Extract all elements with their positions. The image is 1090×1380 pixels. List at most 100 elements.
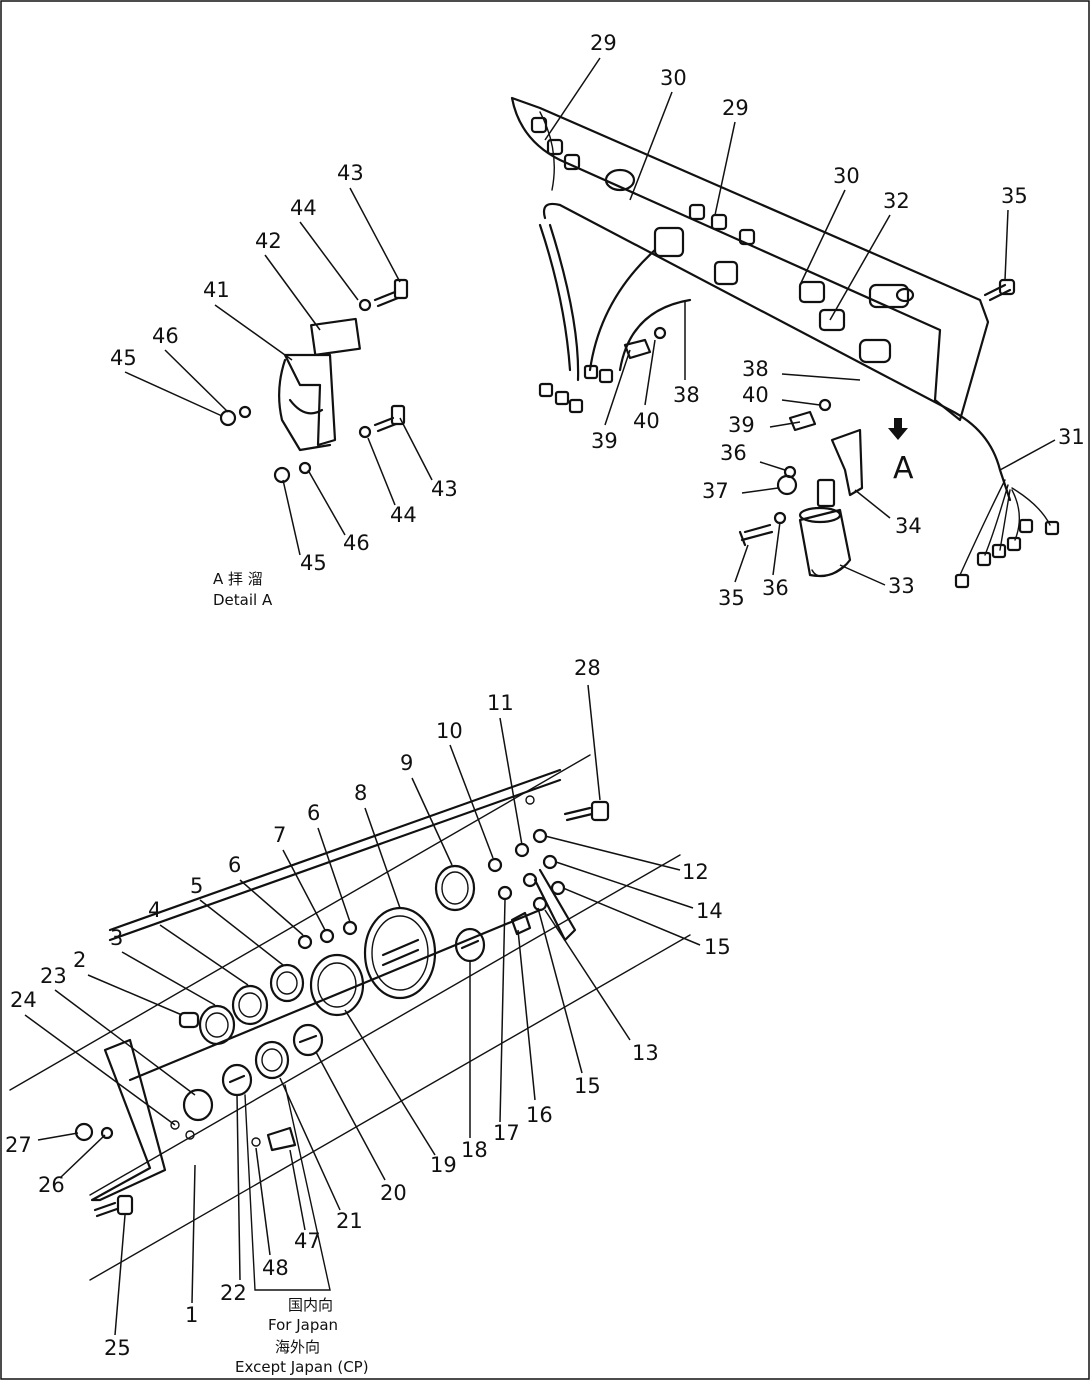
callout-c36a: 36 [720, 441, 747, 465]
leader-c8 [364, 807, 401, 909]
lamp-15b [532, 896, 548, 912]
leader-c20 [315, 1051, 386, 1181]
callout-c41: 41 [203, 278, 230, 302]
callout-c14: 14 [696, 899, 723, 923]
callout-c30b: 30 [833, 164, 860, 188]
callout-leaders [24, 57, 1056, 1336]
detail-a-caption-en: Detail A [213, 591, 273, 609]
leader-c40b [781, 399, 821, 406]
bracket-34 [830, 428, 864, 497]
lamp-11 [514, 842, 530, 858]
leader-c19 [344, 1009, 436, 1156]
leader-c28 [587, 684, 601, 801]
leader-c21 [279, 1077, 341, 1211]
harness-assembly: A [510, 96, 1060, 589]
panel-line-1 [9, 754, 591, 1091]
instrument-panel [9, 754, 691, 1291]
gauge-3 [198, 1004, 236, 1046]
view-arrow-a [888, 418, 908, 440]
callout-c47: 47 [294, 1229, 321, 1253]
lamp-15a [550, 880, 566, 896]
callout-c15a: 15 [704, 935, 731, 959]
leader-c32 [829, 214, 891, 321]
gauge-9 [434, 864, 476, 912]
leader-c38b [781, 373, 861, 381]
leader-c45a [124, 371, 223, 417]
leader-c37 [741, 487, 779, 494]
panel-bottom-edge [128, 908, 542, 1082]
leader-c33 [839, 564, 886, 586]
except-japan-en: Except Japan (CP) [235, 1358, 369, 1376]
view-arrow-label: A [893, 451, 914, 486]
fasteners-upper [623, 278, 1016, 547]
callout-c44b: 44 [390, 503, 417, 527]
relay-33 [798, 478, 852, 578]
switch-16 [510, 911, 532, 936]
leader-c42 [264, 254, 321, 331]
lamp-6a [297, 934, 313, 950]
plate-edge [539, 111, 555, 191]
callout-c28: 28 [574, 656, 601, 680]
callout-c40a: 40 [633, 409, 660, 433]
panel-top-edge-2 [108, 778, 562, 942]
leader-c4 [159, 924, 249, 986]
callout-c16: 16 [526, 1103, 553, 1127]
callout-c25: 25 [104, 1336, 131, 1360]
fasteners-lower [74, 1120, 195, 1218]
harness-branch-mid [588, 248, 657, 372]
callout-c1: 1 [185, 1303, 198, 1327]
callout-c42: 42 [255, 229, 282, 253]
for-japan-en: For Japan [268, 1316, 338, 1334]
leader-c15b [537, 907, 583, 1074]
callout-c39b: 39 [728, 413, 755, 437]
callout-c24: 24 [10, 988, 37, 1012]
callout-c39a: 39 [591, 429, 618, 453]
panel-right-plate [533, 868, 577, 942]
leader-c44b [367, 437, 396, 506]
harness-branch-left2 [548, 223, 580, 382]
leader-c29b [714, 121, 736, 216]
detail-a-bracket [219, 278, 409, 484]
leader-c6b [239, 879, 304, 936]
leader-c22 [236, 1094, 241, 1281]
leader-c44a [299, 221, 359, 301]
callout-c20: 20 [380, 1181, 407, 1205]
leader-c39b [769, 421, 801, 428]
leader-c29a [544, 57, 601, 141]
harness-branch-left [538, 223, 572, 372]
callout-c17: 17 [493, 1121, 520, 1145]
leader-c24 [24, 1014, 176, 1126]
callout-c31: 31 [1058, 425, 1085, 449]
callout-c30a: 30 [660, 66, 687, 90]
callout-c4: 4 [148, 898, 161, 922]
gauge-5 [269, 963, 305, 1003]
leader-c17 [499, 899, 506, 1123]
callout-c40b: 40 [742, 383, 769, 407]
button-23 [182, 1088, 214, 1122]
leader-c39a [604, 349, 631, 426]
leader-c9 [411, 777, 453, 866]
callout-c29b: 29 [722, 96, 749, 120]
leader-c16 [517, 929, 536, 1101]
plate-connectors [530, 116, 915, 364]
harness-branch-mid2 [618, 298, 692, 372]
leader-c30a [629, 91, 673, 201]
callout-c12: 12 [682, 860, 709, 884]
panel-left-plate [90, 1038, 167, 1202]
leader-c36a [759, 461, 786, 471]
leader-c35a [1004, 209, 1009, 281]
callout-c46b: 46 [343, 531, 370, 555]
callout-c11: 11 [487, 691, 514, 715]
leader-c7 [282, 849, 326, 931]
callout-c38b: 38 [742, 357, 769, 381]
callout-c37: 37 [702, 479, 729, 503]
leader-c30b [799, 189, 846, 286]
switches [178, 795, 610, 1152]
leader-c27 [37, 1132, 79, 1141]
leader-c23 [54, 989, 196, 1096]
leader-c2 [87, 974, 183, 1016]
callout-c8: 8 [354, 781, 367, 805]
